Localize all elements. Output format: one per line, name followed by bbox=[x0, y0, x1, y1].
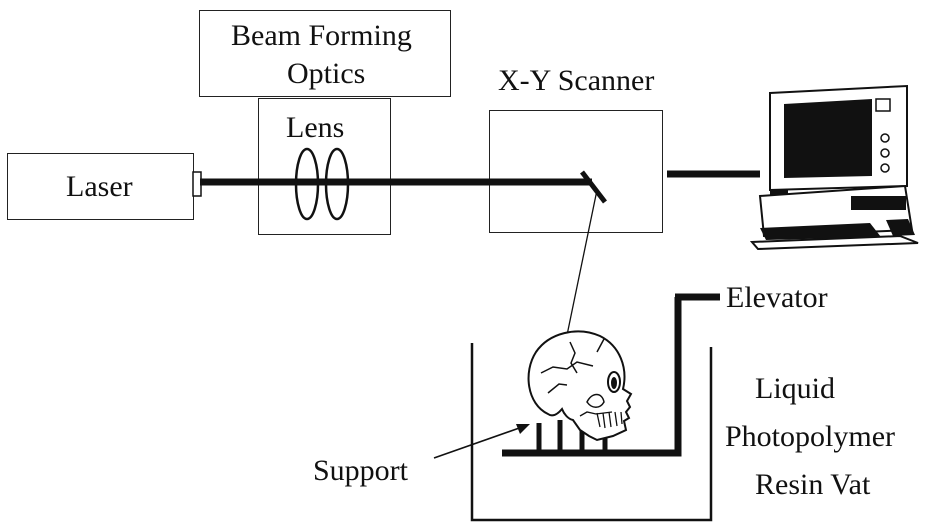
support-arrow bbox=[433, 424, 530, 459]
computer-icon bbox=[749, 84, 919, 251]
lens-box bbox=[258, 98, 391, 235]
vat-label-resin-vat: Resin Vat bbox=[755, 468, 871, 501]
xy-scanner-label: X-Y Scanner bbox=[498, 64, 655, 97]
beam-forming-optics-box bbox=[199, 10, 451, 97]
elevator bbox=[502, 293, 720, 457]
skull-icon bbox=[527, 330, 633, 442]
xy-scanner-box bbox=[489, 110, 663, 233]
scan-beam bbox=[565, 189, 598, 341]
vat-label-liquid: Liquid bbox=[755, 372, 835, 405]
resin-vat bbox=[470, 343, 713, 522]
lens-icon bbox=[294, 147, 350, 221]
vat-label-photopolymer: Photopolymer bbox=[725, 420, 895, 453]
laser-label: Laser bbox=[66, 170, 133, 203]
mirror-icon bbox=[580, 170, 607, 204]
support-label: Support bbox=[313, 454, 409, 487]
optics-label: Optics bbox=[287, 57, 366, 90]
lens-label: Lens bbox=[286, 111, 345, 144]
beam-forming-label: Beam Forming bbox=[231, 19, 412, 52]
laser-icon bbox=[192, 171, 202, 197]
elevator-label: Elevator bbox=[726, 281, 828, 314]
